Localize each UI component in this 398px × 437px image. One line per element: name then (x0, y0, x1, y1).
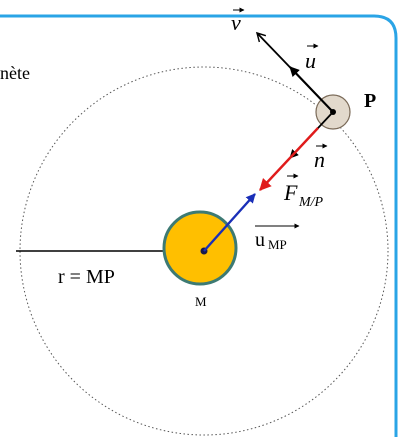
unit-mp-label: u (255, 229, 265, 251)
unit-mp-vector (203, 193, 256, 252)
force-label-subscript: M/P (298, 195, 324, 210)
force-label: F (283, 180, 298, 205)
center-label: M (195, 294, 207, 309)
orbit-circle (19, 66, 389, 436)
header-partial-text: nète (0, 63, 30, 83)
velocity-label: v (231, 10, 241, 35)
radius-label: r = MP (58, 266, 115, 288)
tangent-unit-label: u (305, 48, 316, 73)
normal-label: n (314, 147, 325, 172)
central-body (162, 210, 238, 286)
force-vector (259, 127, 319, 191)
unit-mp-label-subscript: MP (268, 237, 287, 252)
tangent-unit-vector (289, 66, 334, 113)
planet-label: P (364, 90, 376, 112)
frame-border (0, 14, 398, 437)
